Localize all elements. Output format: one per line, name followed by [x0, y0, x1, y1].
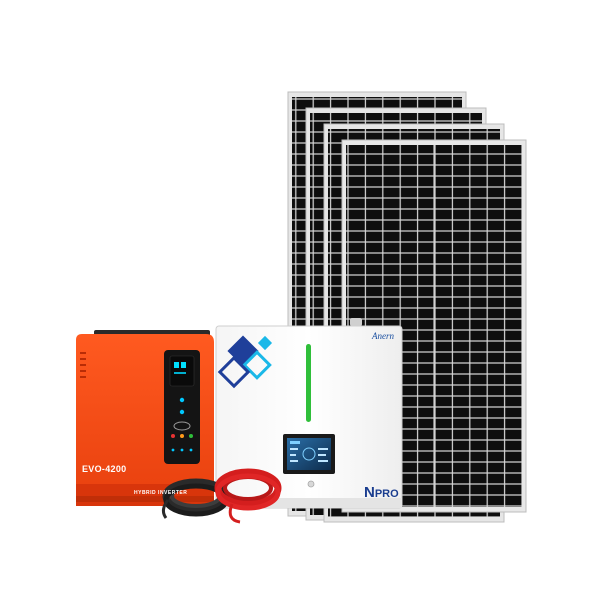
- battery-model-rest: PRO: [374, 488, 399, 500]
- inverter-control-panel: [164, 350, 200, 464]
- power-button-icon[interactable]: [307, 480, 315, 488]
- mode-button-icon[interactable]: [173, 421, 191, 431]
- lithium-battery: [215, 318, 403, 509]
- battery-model-n: N: [364, 484, 375, 501]
- battery-brand-logo: Anern: [372, 331, 394, 341]
- decorative-diamonds: [217, 335, 273, 389]
- inverter-model-label: EVO-4200: [82, 464, 127, 474]
- battery-model-label: NPRO: [364, 484, 404, 501]
- hybrid-inverter: [76, 330, 214, 506]
- battery-level-bar: [306, 344, 311, 422]
- inverter-band-label: HYBRID INVERTER: [134, 490, 188, 496]
- red-cable-coil: [214, 468, 282, 524]
- vent-grille: [80, 352, 86, 378]
- battery-display: [283, 434, 335, 474]
